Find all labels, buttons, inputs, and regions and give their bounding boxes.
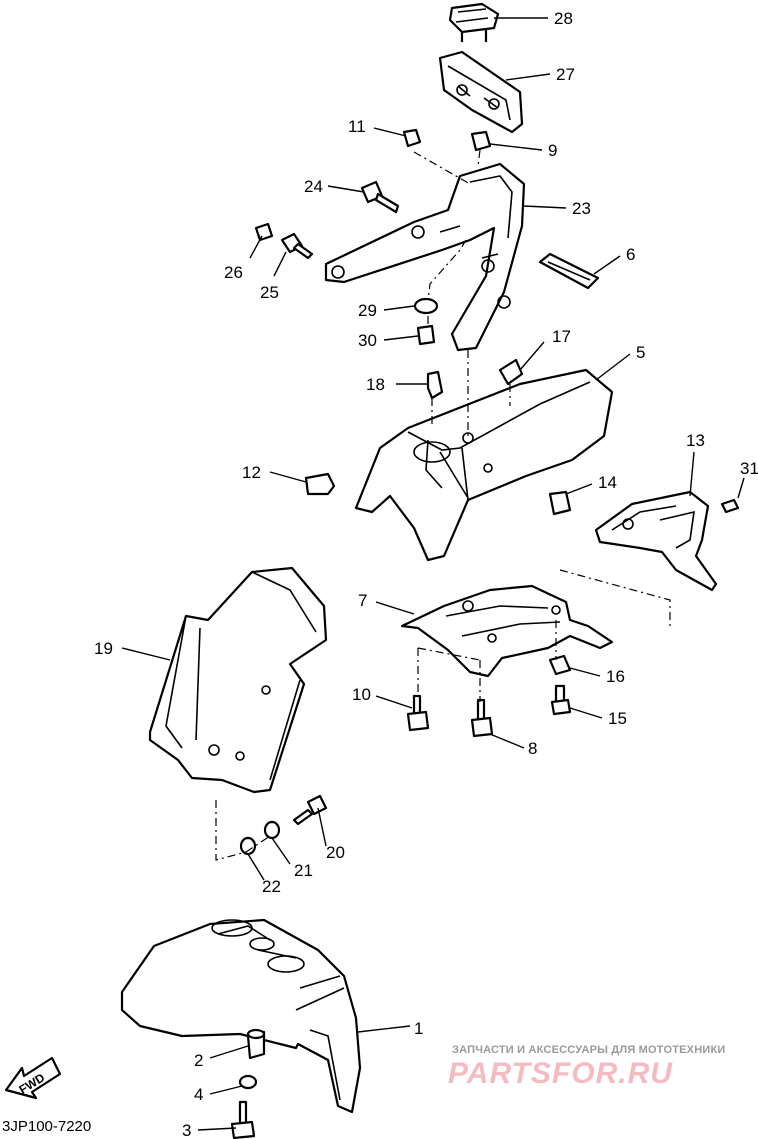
callout-10: 10	[352, 685, 371, 704]
callout-9: 9	[548, 141, 557, 160]
part-11-nut	[402, 128, 422, 148]
callout-19: 19	[94, 639, 113, 658]
callout-labels: 28 27 11 9 24 23 26 25 6 29 30 17 18 5 1…	[94, 9, 758, 1139]
part-20-bolt	[292, 794, 328, 826]
part-27-plate	[438, 50, 524, 134]
callout-22: 22	[262, 877, 281, 896]
callout-8: 8	[528, 739, 537, 758]
callout-11: 11	[348, 117, 366, 136]
part-2-spacer	[246, 1028, 266, 1060]
callout-17: 17	[552, 327, 571, 346]
callout-5: 5	[636, 343, 645, 362]
part-5-rear-fender	[354, 368, 614, 562]
callout-15: 15	[608, 709, 627, 728]
part-24-bolt	[360, 180, 400, 214]
part-21-washer	[263, 820, 281, 840]
watermark-caption: ЗАПЧАСТИ И АКСЕССУАРЫ ДЛЯ МОТОТЕХНИКИ	[452, 1044, 726, 1056]
part-31-pad	[720, 498, 740, 514]
part-13-bracket	[594, 490, 718, 592]
watermark-logo: PARTSFOR.RU	[448, 1057, 673, 1090]
callout-4: 4	[194, 1085, 203, 1104]
callout-14: 14	[598, 473, 617, 492]
part-25-bolt	[280, 232, 314, 260]
part-28-bracket	[448, 2, 500, 42]
fwd-arrow-icon: FWD	[4, 1056, 62, 1100]
part-12-connector	[304, 472, 336, 496]
alignment-lines	[215, 149, 671, 861]
callout-7: 7	[358, 591, 367, 610]
part-15-bolt	[550, 684, 572, 716]
part-22-washer	[239, 836, 257, 856]
part-30-nut	[416, 324, 436, 346]
callout-13: 13	[686, 431, 705, 450]
leader-lines	[121, 17, 745, 1131]
callout-30: 30	[358, 331, 377, 350]
callout-1: 1	[414, 1019, 423, 1038]
part-7-flap	[400, 584, 614, 678]
callout-27: 27	[556, 65, 575, 84]
callout-24: 24	[304, 177, 323, 196]
callout-20: 20	[326, 843, 345, 862]
part-1-front-fender	[120, 918, 362, 1114]
part-23-grab-bar	[324, 162, 526, 352]
callout-16: 16	[606, 667, 625, 686]
part-9-nut	[470, 130, 492, 152]
callout-26: 26	[224, 263, 243, 282]
part-14-nut	[548, 490, 572, 516]
part-10-bolt	[406, 694, 430, 732]
callout-12: 12	[242, 463, 261, 482]
part-16-nut	[548, 654, 572, 676]
diagram-code: 3JP100-7220	[2, 1118, 92, 1135]
part-8-bolt	[470, 698, 494, 738]
callout-18: 18	[366, 375, 385, 394]
callout-23: 23	[572, 199, 591, 218]
part-6-label	[538, 252, 600, 290]
part-26-cap	[254, 222, 274, 242]
callout-29: 29	[358, 301, 377, 320]
callout-2: 2	[194, 1051, 203, 1070]
part-19-inner-fender	[148, 566, 328, 794]
part-3-bolt	[230, 1100, 256, 1139]
callout-28: 28	[554, 9, 573, 28]
part-18-clip	[426, 370, 444, 400]
callout-6: 6	[626, 245, 635, 264]
callout-25: 25	[260, 283, 279, 302]
part-17-clip	[498, 358, 524, 386]
part-29-washer	[413, 297, 439, 315]
callout-31: 31	[740, 459, 758, 478]
callout-21: 21	[294, 861, 313, 880]
part-4-washer	[238, 1074, 258, 1090]
callout-3: 3	[182, 1121, 191, 1139]
